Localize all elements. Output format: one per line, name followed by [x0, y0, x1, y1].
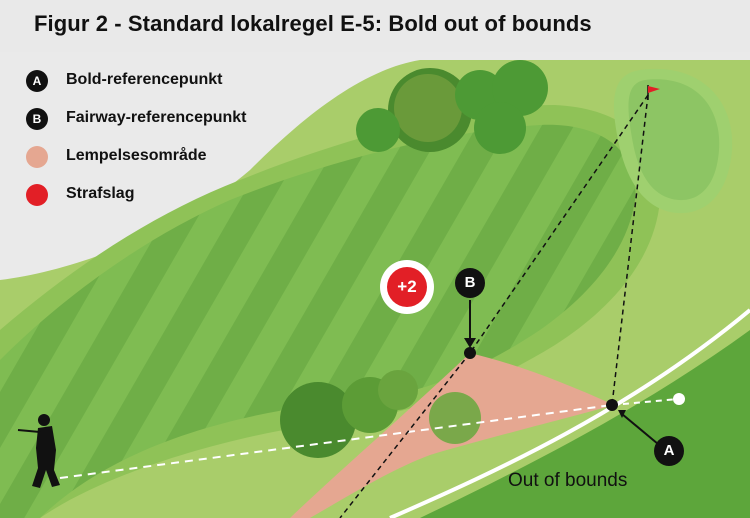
penalty-badge: +2: [380, 260, 434, 314]
penalty-strokes: +2: [387, 267, 427, 307]
golfer-silhouette-icon: [17, 414, 60, 488]
point-b: [464, 347, 476, 359]
shot-line: [59, 404, 613, 479]
out-of-bounds-label: Out of bounds: [508, 470, 628, 491]
out-of-bounds-area: [420, 330, 750, 518]
legend-badge-b: B: [26, 108, 48, 130]
legend-item-ball-ref: A Bold-referencepunkt: [26, 68, 326, 94]
marker-b: B: [455, 268, 485, 298]
out-of-bounds-line: [389, 308, 750, 518]
legend-label-ball-ref: Bold-referencepunkt: [66, 71, 223, 88]
arrow-b-head: [464, 338, 476, 348]
background-grey: [0, 52, 750, 280]
trees-bottom: [280, 370, 481, 458]
flag-to-a-line: [611, 94, 649, 406]
putting-green: [628, 79, 720, 201]
ball-travel-line: [611, 398, 679, 406]
legend-item-penalty: Strafslag: [26, 182, 326, 208]
legend-item-fairway-ref: B Fairway-referencepunkt: [26, 106, 326, 132]
title-bar: Figur 2 - Standard lokalregel E-5: Bold …: [0, 0, 750, 52]
b-to-relief-line: [339, 352, 471, 518]
legend-item-relief-area: Lempelsesområde: [26, 144, 326, 170]
penalty-swatch: [26, 184, 48, 206]
marker-a: A: [654, 436, 684, 466]
golf-ball-icon: [673, 393, 685, 405]
figure-title: Figur 2 - Standard lokalregel E-5: Bold …: [34, 11, 592, 36]
legend-badge-a: A: [26, 70, 48, 92]
arrow-a-head: [618, 410, 626, 418]
arrow-a: [621, 413, 659, 445]
legend-label-relief-area: Lempelsesområde: [66, 147, 207, 164]
legend-label-penalty: Strafslag: [66, 185, 135, 202]
flag-icon: [647, 85, 660, 100]
flag-to-b-line: [469, 94, 649, 354]
trees-top: [356, 60, 548, 154]
legend-label-fairway-ref: Fairway-referencepunkt: [66, 109, 247, 126]
point-a: [606, 399, 618, 411]
relief-area-swatch: [26, 146, 48, 168]
